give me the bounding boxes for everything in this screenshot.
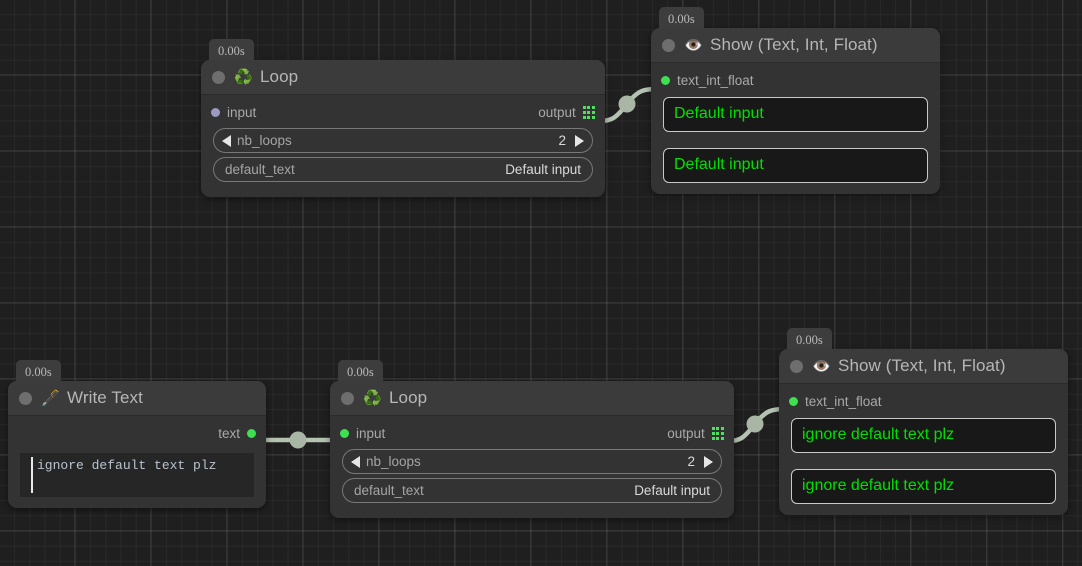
collapse-dot-icon[interactable] xyxy=(19,391,32,405)
port-row: input output xyxy=(340,423,724,444)
input-port-dot[interactable] xyxy=(211,108,220,117)
display-value-1: Default input xyxy=(663,97,928,132)
display-value-2: ignore default text plz xyxy=(791,469,1056,504)
node-show-top[interactable]: 0.00s 👁️ Show (Text, Int, Float) text_in… xyxy=(651,7,940,194)
decrement-arrow-icon[interactable] xyxy=(351,455,360,468)
field-default-text[interactable]: default_text Default input xyxy=(213,157,593,182)
node-title: Loop xyxy=(389,388,428,407)
field-value[interactable]: 2 xyxy=(687,454,695,469)
node-body: input output nb_loops 2 default_text xyxy=(201,95,605,197)
node-loop-bottom[interactable]: 0.00s ♻️ Loop input output nb_loops xyxy=(330,360,734,518)
input-port-dot[interactable] xyxy=(789,397,798,406)
wire-handle-3[interactable] xyxy=(746,415,764,433)
node-title: Write Text xyxy=(67,388,143,407)
field-label: nb_loops xyxy=(237,133,292,148)
input-port-dot[interactable] xyxy=(340,429,349,438)
field-value[interactable]: Default input xyxy=(505,162,581,177)
collapse-dot-icon[interactable] xyxy=(662,38,675,52)
node-title: Loop xyxy=(260,67,299,86)
collapse-dot-icon[interactable] xyxy=(790,359,803,373)
output-port-label: text xyxy=(218,426,240,441)
field-label: nb_loops xyxy=(366,454,421,469)
field-nb-loops[interactable]: nb_loops 2 xyxy=(213,128,593,153)
increment-arrow-icon[interactable] xyxy=(704,455,713,468)
increment-arrow-icon[interactable] xyxy=(575,134,584,147)
node-header[interactable]: 🖋️ Write Text xyxy=(8,381,266,416)
node-body: text_int_float Default input Default inp… xyxy=(651,63,940,194)
fountain-pen-icon: 🖋️ xyxy=(41,389,60,407)
node-title: Show (Text, Int, Float) xyxy=(710,35,878,54)
wire-handle-1[interactable] xyxy=(618,95,636,113)
node-header[interactable]: ♻️ Loop xyxy=(201,60,605,95)
field-default-text[interactable]: default_text Default input xyxy=(342,478,722,503)
display-value-2: Default input xyxy=(663,148,928,183)
grid-icon[interactable] xyxy=(711,427,724,440)
field-value[interactable]: Default input xyxy=(634,483,710,498)
output-port-label: output xyxy=(538,105,576,120)
eye-icon: 👁️ xyxy=(812,357,831,375)
collapse-dot-icon[interactable] xyxy=(341,391,354,405)
node-body: input output nb_loops 2 default_text xyxy=(330,416,734,518)
input-port-label: text_int_float xyxy=(805,394,882,409)
field-nb-loops[interactable]: nb_loops 2 xyxy=(342,449,722,474)
wire-handle-2[interactable] xyxy=(289,431,307,449)
port-row: text_int_float xyxy=(661,70,930,91)
input-port-dot[interactable] xyxy=(661,76,670,85)
port-row: input output xyxy=(211,102,595,123)
recycle-icon: ♻️ xyxy=(234,68,253,86)
node-title: Show (Text, Int, Float) xyxy=(838,356,1006,375)
collapse-dot-icon[interactable] xyxy=(212,70,225,84)
text-caret xyxy=(31,457,33,493)
node-show-bottom[interactable]: 0.00s 👁️ Show (Text, Int, Float) text_in… xyxy=(779,328,1068,515)
field-label: default_text xyxy=(225,162,295,177)
input-port-label: input xyxy=(356,426,386,441)
output-port-label: output xyxy=(667,426,705,441)
wire-loop-top-to-show-top xyxy=(597,86,660,124)
node-header[interactable]: 👁️ Show (Text, Int, Float) xyxy=(651,28,940,63)
node-header[interactable]: 👁️ Show (Text, Int, Float) xyxy=(779,349,1068,384)
display-value-1: ignore default text plz xyxy=(791,418,1056,453)
node-body: text ignore default text plz xyxy=(8,416,266,508)
recycle-icon: ♻️ xyxy=(363,389,382,407)
input-port-label: text_int_float xyxy=(677,73,754,88)
decrement-arrow-icon[interactable] xyxy=(222,134,231,147)
port-row: text_int_float xyxy=(789,391,1058,412)
port-row: text xyxy=(18,423,256,444)
eye-icon: 👁️ xyxy=(684,36,703,54)
node-body: text_int_float ignore default text plz i… xyxy=(779,384,1068,515)
grid-icon[interactable] xyxy=(582,106,595,119)
node-write-text[interactable]: 0.00s 🖋️ Write Text text ignore default … xyxy=(8,360,266,508)
node-header[interactable]: ♻️ Loop xyxy=(330,381,734,416)
field-value[interactable]: 2 xyxy=(558,133,566,148)
node-loop-top[interactable]: 0.00s ♻️ Loop input output nb_loops xyxy=(201,39,605,197)
output-port-dot[interactable] xyxy=(247,429,256,438)
text-input-area[interactable]: ignore default text plz xyxy=(20,453,254,497)
wire-loop-bottom-to-show-bottom xyxy=(726,406,789,444)
text-input-value: ignore default text plz xyxy=(37,458,217,473)
field-label: default_text xyxy=(354,483,424,498)
input-port-label: input xyxy=(227,105,257,120)
